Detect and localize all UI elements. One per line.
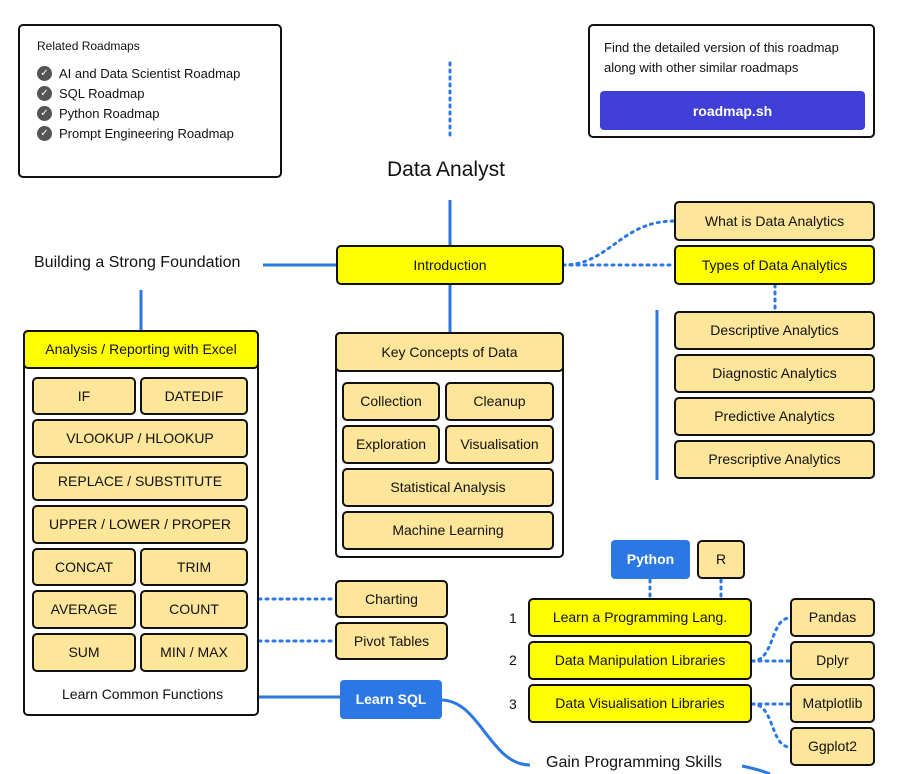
matplotlib-node[interactable]: Matplotlib <box>790 684 875 723</box>
dplyr-node[interactable]: Dplyr <box>790 641 875 680</box>
related-roadmaps-heading: Related Roadmaps <box>37 39 140 53</box>
manip-pandas-dotted <box>750 616 792 663</box>
concat-node[interactable]: CONCAT <box>32 548 136 586</box>
step-number: 2 <box>509 652 517 668</box>
check-circle-icon: ✓ <box>37 86 52 101</box>
upper-lower-node[interactable]: UPPER / LOWER / PROPER <box>32 505 248 544</box>
exploration-node[interactable]: Exploration <box>342 425 440 464</box>
roadmap-title: Data Analyst <box>387 158 505 181</box>
introduction-node[interactable]: Introduction <box>336 245 564 285</box>
replace-node[interactable]: REPLACE / SUBSTITUTE <box>32 462 248 501</box>
data-visualisation-libraries-node[interactable]: Data Visualisation Libraries <box>528 684 752 723</box>
sql-programming-curve <box>440 698 531 767</box>
step-number: 3 <box>509 696 517 712</box>
related-item-sql[interactable]: ✓ SQL Roadmap <box>37 86 280 101</box>
programming-next-curve <box>741 764 771 774</box>
key-concepts-title[interactable]: Key Concepts of Data <box>335 332 564 372</box>
learn-programming-lang-node[interactable]: Learn a Programming Lang. <box>528 598 752 637</box>
ggplot2-node[interactable]: Ggplot2 <box>790 727 875 766</box>
related-item-label: Python Roadmap <box>59 106 160 121</box>
prescriptive-analytics-node[interactable]: Prescriptive Analytics <box>674 440 875 479</box>
r-node[interactable]: R <box>697 540 745 579</box>
related-item-label: SQL Roadmap <box>59 86 145 101</box>
charting-node[interactable]: Charting <box>335 580 448 618</box>
vis-ggplot-dotted <box>750 702 792 749</box>
related-item-python[interactable]: ✓ Python Roadmap <box>37 106 280 121</box>
check-circle-icon: ✓ <box>37 126 52 141</box>
machine-learning-node[interactable]: Machine Learning <box>342 511 554 550</box>
step-number: 1 <box>509 610 517 626</box>
programming-skills-label: Gain Programming Skills <box>546 754 723 771</box>
roadmap-sh-button[interactable]: roadmap.sh <box>600 91 865 130</box>
related-item-label: Prompt Engineering Roadmap <box>59 126 234 141</box>
diagnostic-analytics-node[interactable]: Diagnostic Analytics <box>674 354 875 393</box>
related-item-label: AI and Data Scientist Roadmap <box>59 66 241 81</box>
visualisation-node[interactable]: Visualisation <box>445 425 554 464</box>
python-node[interactable]: Python <box>611 540 690 579</box>
pivot-tables-node[interactable]: Pivot Tables <box>335 622 448 660</box>
average-node[interactable]: AVERAGE <box>32 590 136 629</box>
pandas-node[interactable]: Pandas <box>790 598 875 637</box>
types-of-data-analytics-node[interactable]: Types of Data Analytics <box>674 245 875 285</box>
trim-node[interactable]: TRIM <box>140 548 248 586</box>
foundation-label: Building a Strong Foundation <box>34 254 241 271</box>
excel-footer-label: Learn Common Functions <box>62 686 224 702</box>
descriptive-analytics-node[interactable]: Descriptive Analytics <box>674 311 875 350</box>
count-node[interactable]: COUNT <box>140 590 248 629</box>
related-item-prompt[interactable]: ✓ Prompt Engineering Roadmap <box>37 126 280 141</box>
intro-what-dotted <box>561 219 677 267</box>
statistical-analysis-node[interactable]: Statistical Analysis <box>342 468 554 507</box>
promo-panel: Find the detailed version of this roadma… <box>588 24 875 138</box>
what-is-data-analytics-node[interactable]: What is Data Analytics <box>674 201 875 241</box>
if-node[interactable]: IF <box>32 377 136 415</box>
learn-sql-node[interactable]: Learn SQL <box>340 680 442 719</box>
check-circle-icon: ✓ <box>37 106 52 121</box>
vlookup-node[interactable]: VLOOKUP / HLOOKUP <box>32 419 248 458</box>
predictive-analytics-node[interactable]: Predictive Analytics <box>674 397 875 436</box>
data-manipulation-libraries-node[interactable]: Data Manipulation Libraries <box>528 641 752 680</box>
excel-title[interactable]: Analysis / Reporting with Excel <box>23 330 259 369</box>
datedif-node[interactable]: DATEDIF <box>140 377 248 415</box>
check-circle-icon: ✓ <box>37 66 52 81</box>
related-roadmaps-panel: Related Roadmaps ✓ AI and Data Scientist… <box>18 24 282 178</box>
sum-node[interactable]: SUM <box>32 633 136 672</box>
promo-text: Find the detailed version of this roadma… <box>604 40 839 75</box>
related-item-ai[interactable]: ✓ AI and Data Scientist Roadmap <box>37 66 280 81</box>
collection-node[interactable]: Collection <box>342 382 440 421</box>
cleanup-node[interactable]: Cleanup <box>445 382 554 421</box>
min-max-node[interactable]: MIN / MAX <box>140 633 248 672</box>
